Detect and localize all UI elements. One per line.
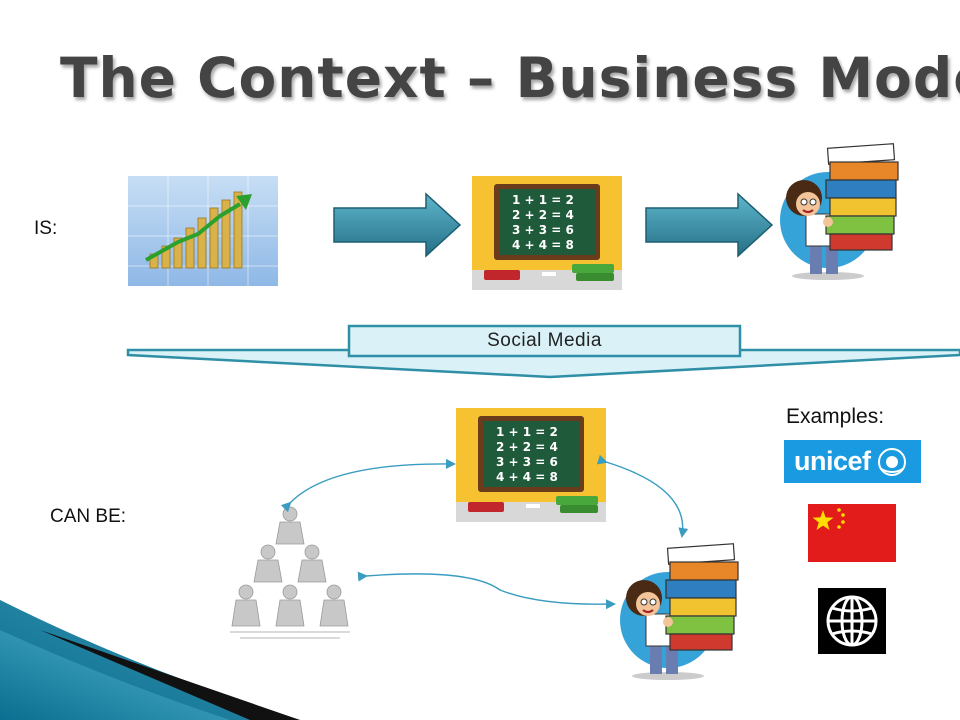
arrow-right-icon xyxy=(333,192,462,258)
chalk-line-2: 2 + 2 = 4 xyxy=(512,208,574,222)
unicef-logo: unicef xyxy=(784,440,921,483)
arrow-right-icon xyxy=(645,192,774,258)
is-label: IS: xyxy=(34,218,58,239)
can-be-label: CAN BE: xyxy=(50,506,127,527)
student-books-icon xyxy=(620,543,739,680)
chalk-line-3: 3 + 3 = 6 xyxy=(496,455,558,469)
chalk-line-1: 1 + 1 = 2 xyxy=(496,425,558,439)
china-flag-icon xyxy=(808,504,896,562)
world-bank-logo-icon xyxy=(818,588,886,654)
chalk-line-2: 2 + 2 = 4 xyxy=(496,440,558,454)
unicef-wordmark: unicef xyxy=(794,446,871,476)
social-media-banner xyxy=(126,324,960,379)
chalkboard-icon: 1 + 1 = 2 2 + 2 = 4 3 + 3 = 6 4 + 4 = 8 xyxy=(456,408,606,522)
people-pyramid-icon xyxy=(230,506,350,639)
unicef-emblem-icon xyxy=(877,447,906,476)
student-books-icon xyxy=(780,143,899,280)
chalk-line-3: 3 + 3 = 6 xyxy=(512,223,574,237)
corner-decoration xyxy=(0,600,300,720)
social-media-label: Social Media xyxy=(487,330,602,351)
slide-title: The Context – Business Model xyxy=(60,46,960,110)
chalk-line-4: 4 + 4 = 8 xyxy=(496,470,558,484)
examples-title: Examples: xyxy=(786,405,885,428)
growth-chart-icon xyxy=(128,176,278,286)
chalkboard-icon: 1 + 1 = 2 2 + 2 = 4 3 + 3 = 6 4 + 4 = 8 xyxy=(472,176,622,290)
chalk-line-4: 4 + 4 = 8 xyxy=(512,238,574,252)
chalk-line-1: 1 + 1 = 2 xyxy=(512,193,574,207)
